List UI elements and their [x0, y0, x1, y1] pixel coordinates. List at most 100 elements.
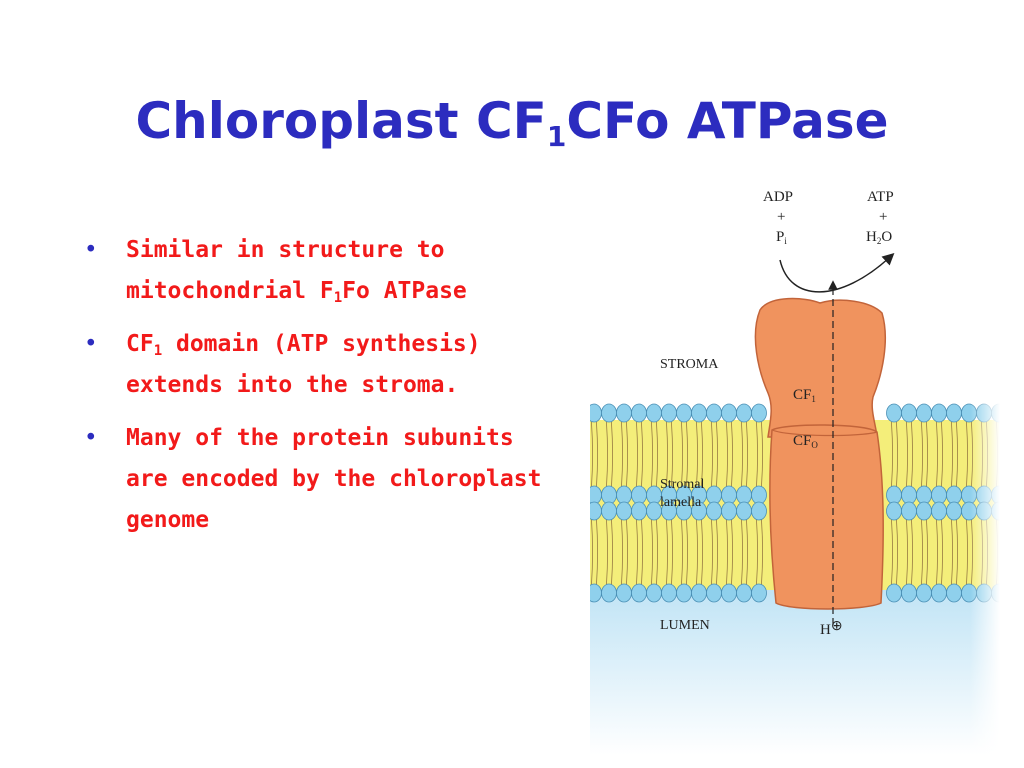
lipid-tail: [596, 421, 598, 488]
lipid-head: [661, 403, 677, 423]
lipid-head: [601, 485, 617, 505]
lipid-tail: [651, 518, 653, 586]
lipid-tail: [746, 421, 748, 488]
lipid-tail: [681, 518, 683, 586]
lipid-head: [661, 583, 677, 603]
lipid-head: [886, 501, 902, 521]
bullet-subscript: 1: [333, 290, 343, 306]
atp-label: ATP: [867, 189, 894, 205]
lamella-label: lamella: [660, 495, 702, 510]
lipid-head: [946, 403, 962, 423]
lipid-head: [631, 501, 647, 521]
lipid-tail: [636, 421, 638, 488]
lipid-head: [721, 485, 737, 505]
lipid-head: [586, 501, 602, 521]
lipid-tail: [911, 518, 913, 586]
lipid-head: [631, 583, 647, 603]
lipid-tail: [711, 421, 713, 488]
lipid-tails: [591, 421, 1003, 586]
lipid-head: [901, 485, 917, 505]
bullet-dot-icon: •: [84, 425, 98, 451]
lipid-head: [646, 403, 662, 423]
lipid-tail: [651, 421, 653, 488]
lipid-head: [931, 501, 947, 521]
lipid-head: [706, 501, 722, 521]
lipid-tail: [641, 421, 643, 488]
lipid-head: [916, 583, 932, 603]
lipid-tail: [591, 518, 593, 586]
proton-label: H⊕: [820, 619, 843, 638]
atpase-diagram: ADP + Pi ATP + H2O STROMA CF1 CFO Stroma…: [586, 185, 1007, 755]
lipid-tail: [611, 421, 613, 488]
lipid-tail: [626, 421, 628, 488]
cfo-label: CFO: [793, 433, 818, 450]
lipid-tail: [701, 421, 703, 488]
lipid-head: [706, 485, 722, 505]
cf1-label: CF1: [793, 387, 816, 404]
lipid-tail: [701, 518, 703, 586]
lipid-head: [601, 583, 617, 603]
lipid-head: [586, 485, 602, 505]
bullet-text-tail: Fo ATPase: [342, 278, 467, 304]
plus-right: +: [879, 209, 888, 225]
lipid-head: [616, 403, 632, 423]
lipid-head: [751, 583, 767, 603]
lipid-tail: [591, 421, 593, 488]
lipid-tail: [966, 518, 968, 586]
lipid-tail: [641, 518, 643, 586]
cfo-domain: [769, 424, 884, 610]
lipid-head: [886, 485, 902, 505]
lipid-head: [931, 403, 947, 423]
pi-label: Pi: [776, 229, 787, 246]
lipid-head: [616, 485, 632, 505]
lipid-tail: [596, 518, 598, 586]
lipid-head: [931, 583, 947, 603]
lipid-tail: [666, 421, 668, 488]
lipid-tail: [941, 421, 943, 488]
lipid-head: [706, 403, 722, 423]
lipid-tail: [926, 518, 928, 586]
cf1-domain: [754, 297, 887, 438]
lipid-head: [886, 583, 902, 603]
lipid-head: [631, 403, 647, 423]
lipid-tail: [716, 421, 718, 488]
lipid-tail: [741, 518, 743, 586]
lipid-tail: [926, 421, 928, 488]
lipid-tail: [936, 421, 938, 488]
lipid-tail: [896, 518, 898, 586]
lipid-head: [586, 403, 602, 423]
membrane-illustration: [586, 252, 1007, 755]
lipid-head: [616, 583, 632, 603]
lipid-tail: [746, 518, 748, 586]
reaction-arrow: [779, 252, 895, 293]
bullet-dot-icon: •: [84, 237, 98, 263]
title-subscript: 1: [546, 120, 567, 153]
lipid-head: [721, 501, 737, 521]
lipid-tail: [756, 518, 758, 586]
bullet-dot-icon: •: [84, 331, 98, 357]
lipid-tail: [686, 421, 688, 488]
lipid-head: [676, 583, 692, 603]
title-tail: CFo ATPase: [566, 92, 889, 150]
lumen-label: LUMEN: [660, 618, 710, 633]
lipid-head: [736, 583, 752, 603]
lipid-head: [946, 485, 962, 505]
lipid-head: [736, 485, 752, 505]
stroma-label: STROMA: [660, 357, 719, 372]
bullet-item: •Similar in structure to mitochondrial F…: [84, 230, 544, 312]
lipid-head: [751, 501, 767, 521]
h2o-label: H2O: [866, 229, 893, 246]
lipid-head: [736, 403, 752, 423]
lipid-tail: [911, 421, 913, 488]
lipid-tail: [696, 421, 698, 488]
lipid-tail: [671, 518, 673, 586]
lipid-tail: [891, 421, 893, 488]
bullet-text-tail: domain (ATP synthesis) extends into the …: [126, 331, 481, 398]
lipid-tail: [891, 518, 893, 586]
lipid-tail: [686, 518, 688, 586]
lipid-heads: [586, 403, 1007, 603]
lipid-head: [601, 501, 617, 521]
lipid-head: [691, 403, 707, 423]
lipid-tail: [621, 421, 623, 488]
lipid-tail: [731, 421, 733, 488]
